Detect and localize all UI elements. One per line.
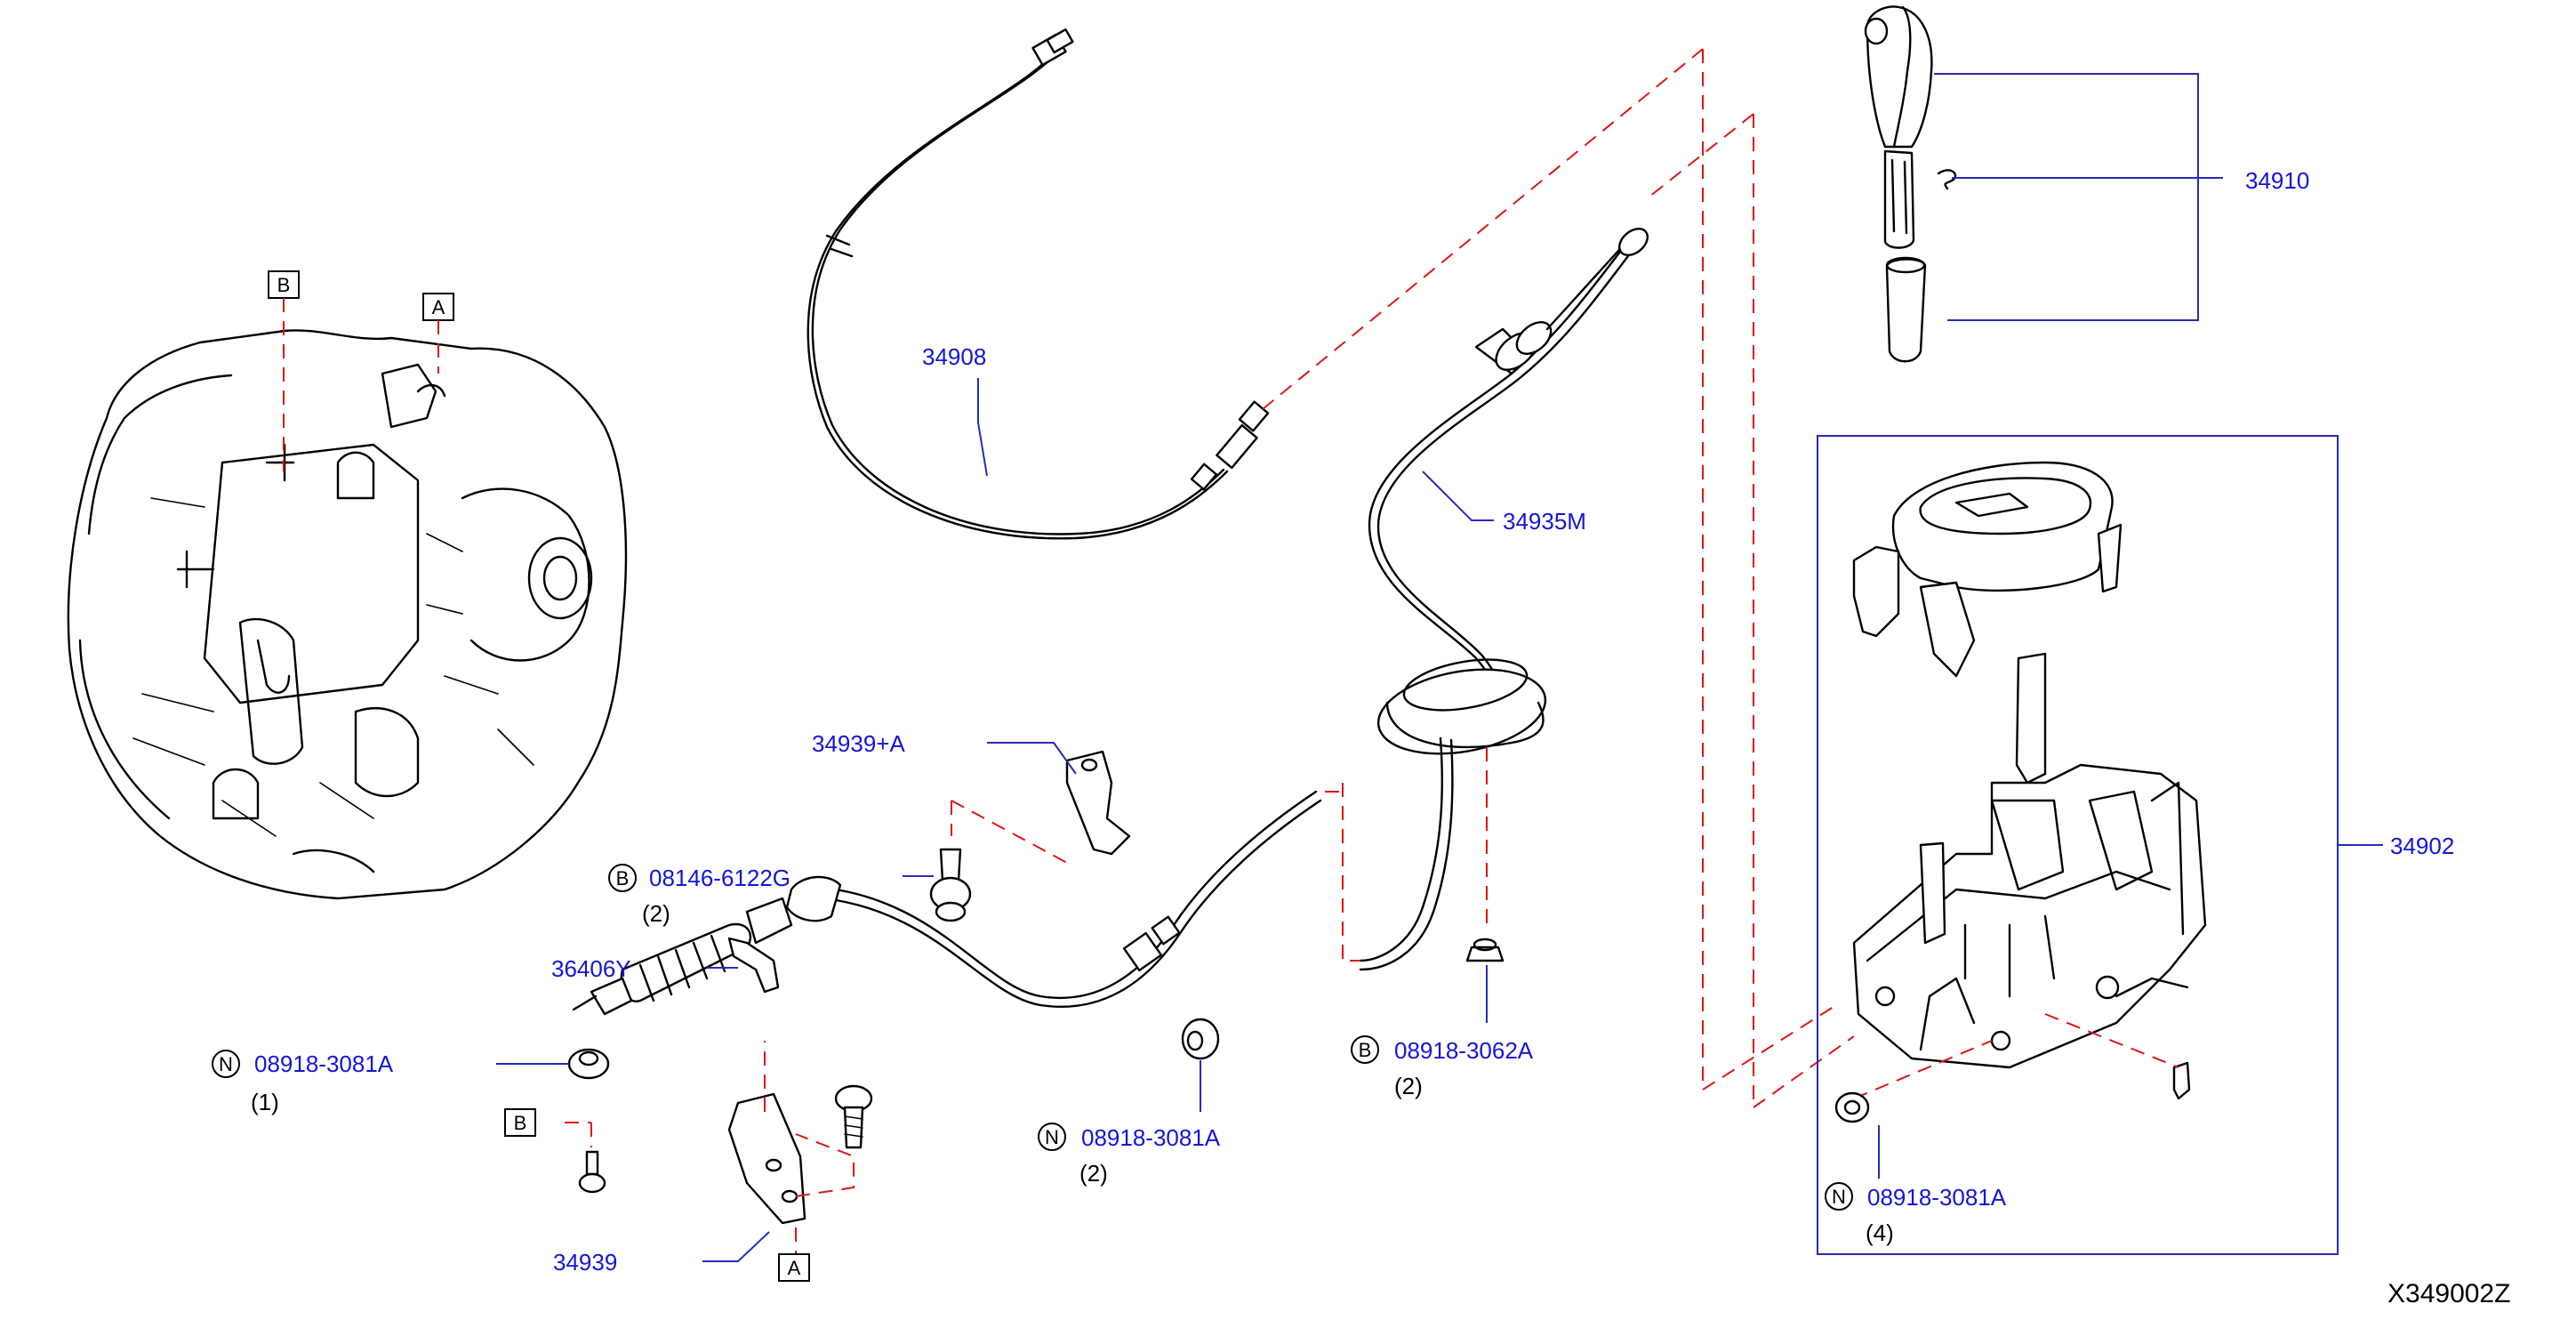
- label-08918-3062A: 08918-3062A: [1394, 1037, 1534, 1064]
- callout-08918-3081A-1: N 08918-3081A (1): [212, 1050, 394, 1115]
- nut-08918-3081A-2: [1181, 1018, 1220, 1060]
- dash-to-shifter-2: [1753, 1035, 1855, 1108]
- shift-knob-34910-drawing: [1864, 5, 1957, 363]
- callout-08918-3081A-4: N 08918-3081A (4): [1825, 1182, 2007, 1246]
- svg-text:A: A: [788, 1257, 801, 1279]
- drawing-code: X349002Z: [2387, 1279, 2510, 1308]
- nut-08918-3062A: [1465, 938, 1505, 962]
- label-34908: 34908: [922, 343, 986, 370]
- qty-08918-3: (2): [1394, 1073, 1423, 1099]
- callout-08918-3062A: B 08918-3062A (2): [1351, 1035, 1534, 1099]
- label-08918-3081A-1: 08918-3081A: [254, 1050, 394, 1077]
- transmission-drawing: [67, 329, 628, 900]
- dash-cable-end-2: [1342, 783, 1360, 962]
- qty-08918-1: (1): [251, 1089, 279, 1115]
- shifter-group-box: [1817, 435, 2339, 1255]
- shifter-34902-drawing: [1852, 461, 2207, 1100]
- callout-box-a-bottom: A: [778, 1253, 810, 1282]
- callout-box-b-left: B: [504, 1108, 536, 1137]
- callout-box-a-top: A: [422, 293, 454, 321]
- dash-bracket-a: [795, 1133, 855, 1197]
- nut-08918-3081A-shifter: [1834, 1091, 1870, 1123]
- svg-text:A: A: [432, 296, 445, 318]
- label-34935m: 34935M: [1503, 508, 1586, 535]
- bolt-08146-drawing: [929, 848, 972, 922]
- label-34939: 34939: [553, 1249, 617, 1276]
- dash-34935m-top: [1644, 113, 1754, 201]
- dash-to-shifter-1: [1702, 1004, 1837, 1091]
- label-34910: 34910: [2245, 167, 2309, 194]
- qty-08146: (2): [642, 900, 670, 927]
- cable-34908-drawing: [807, 28, 1270, 540]
- label-08918-3081A-2: 08918-3081A: [1081, 1124, 1221, 1151]
- clip-36406y-drawing: [727, 937, 780, 994]
- dash-34939a: [951, 800, 1068, 864]
- bracket-34939a-drawing: [1065, 750, 1131, 856]
- label-08146-6122G: 08146-6122G: [649, 865, 790, 891]
- cable-34935m-drawing: [1359, 228, 1649, 971]
- svg-text:B: B: [514, 1112, 527, 1134]
- svg-text:B: B: [1359, 1039, 1372, 1061]
- svg-text:N: N: [1832, 1186, 1846, 1208]
- callout-box-b-top: B: [268, 270, 300, 299]
- callout-08918-3081A-2: N 08918-3081A (2): [1038, 1123, 1221, 1187]
- dash-34908-to-shifter: [1262, 48, 1704, 410]
- bracket-34939-drawing: [727, 1092, 807, 1225]
- callout-08146-6122G: B 08146-6122G (2): [608, 864, 790, 927]
- label-34902: 34902: [2390, 833, 2454, 859]
- nut-08918-3081A-1: [567, 1048, 610, 1080]
- qty-08918-4: (4): [1866, 1219, 1894, 1246]
- leader-lines: [496, 73, 2383, 1262]
- svg-text:N: N: [1045, 1126, 1059, 1148]
- qty-08918-2: (2): [1079, 1160, 1108, 1187]
- dash-shifter-nut: [1853, 1040, 1993, 1099]
- label-08918-3081A-4: 08918-3081A: [1867, 1184, 2007, 1211]
- svg-text:B: B: [616, 867, 630, 889]
- stud-drawing: [578, 1150, 606, 1194]
- cable-34939-drawing: [572, 790, 1322, 1016]
- label-36406y: 36406Y: [551, 955, 631, 982]
- label-34939a: 34939+A: [812, 730, 905, 757]
- svg-text:B: B: [277, 274, 291, 296]
- svg-text:N: N: [219, 1053, 233, 1075]
- dash-shifter-clip: [2044, 1013, 2179, 1068]
- bolt-drawing: [834, 1084, 873, 1149]
